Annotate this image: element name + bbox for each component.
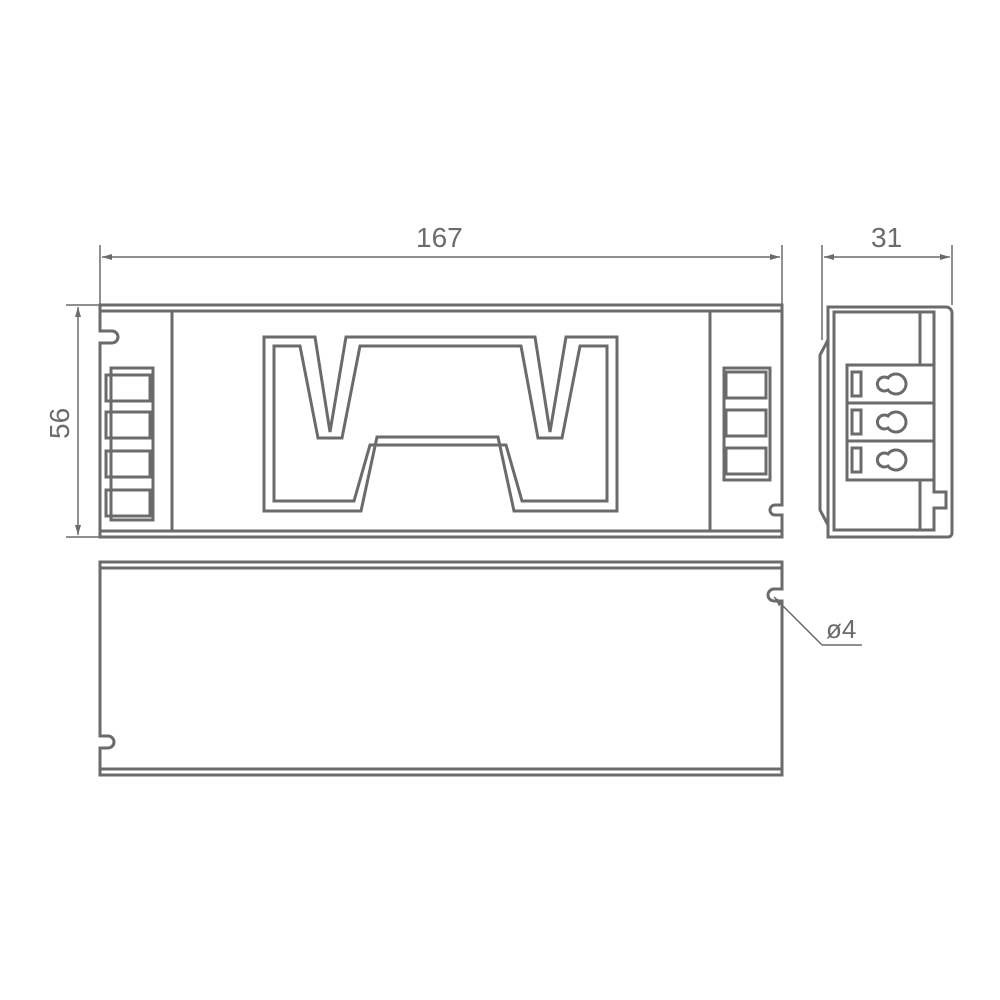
screw-icon (875, 410, 908, 434)
dimension-width (66, 304, 100, 538)
left-terminal-block (104, 366, 155, 522)
screw-icon (875, 448, 908, 472)
bottom-view (98, 560, 862, 777)
width-label: 56 (44, 407, 75, 439)
hole-diameter-label: ø4 (826, 614, 857, 644)
depth-label: 31 (871, 222, 903, 253)
right-terminal-block (722, 366, 772, 482)
label-recess (262, 335, 619, 513)
dimension-depth (821, 245, 953, 340)
side-view (818, 305, 954, 539)
front-view (98, 303, 784, 539)
hole-leader (773, 596, 862, 646)
dimension-length (99, 245, 783, 305)
screw-icon (875, 372, 908, 396)
length-label: 167 (416, 222, 463, 253)
